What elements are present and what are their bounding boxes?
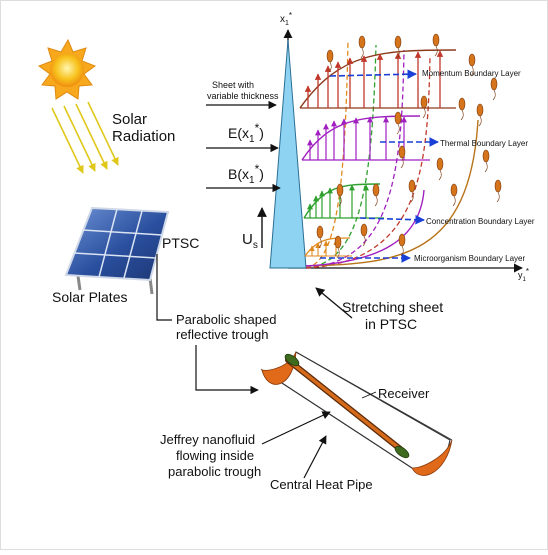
sun-icon: [37, 38, 97, 100]
parabolic-label-1: Parabolic shaped: [176, 312, 276, 327]
boundary-pointer-arrows: [320, 69, 439, 263]
momentum-boundary-layer-label: Momentum Boundary Layer: [422, 69, 521, 78]
solar-panel: [64, 206, 170, 295]
receiver-pointer: [361, 391, 377, 399]
receiver-label: Receiver: [378, 386, 430, 401]
parabolic-trough: [260, 351, 453, 476]
ptsc-label: PTSC: [162, 235, 199, 251]
solar-radiation-label-2: Radiation: [112, 128, 175, 145]
trough-near-end: [261, 351, 297, 385]
microorganism-icons: [316, 33, 502, 259]
boundary-layer-curves: [305, 39, 431, 269]
microorganism-boundary-layer-label: Microorganism Boundary Layer: [414, 254, 525, 263]
central-pipe-arrow: [303, 435, 327, 479]
central-heat-pipe: [286, 358, 406, 454]
microorganism-profile: [304, 237, 352, 257]
b-label: B(x1*): [228, 162, 264, 186]
ptsc-connector: [156, 254, 172, 321]
momentum-profile: [299, 49, 457, 109]
trough-far-end: [411, 439, 453, 476]
stretching-label-1: Stretching sheet: [342, 299, 443, 315]
jeffrey-arrow: [261, 411, 331, 445]
concentration-boundary-layer-label: Concentration Boundary Layer: [426, 217, 535, 226]
us-label: Us: [242, 231, 258, 251]
thermal-boundary-layer-label: Thermal Boundary Layer: [440, 139, 528, 148]
sheet-inflow-arrows: [206, 100, 281, 193]
solar-radiation-label-1: Solar: [112, 111, 147, 128]
jeffrey-label-2: flowing inside: [176, 448, 254, 463]
parabolic-arrow: [195, 345, 259, 395]
thermal-profile: [301, 115, 430, 161]
variable-thickness-sheet: [269, 39, 307, 269]
stretching-label-2: in PTSC: [365, 316, 417, 332]
x-axis-label: x1*: [280, 11, 292, 27]
central-pipe-label: Central Heat Pipe: [270, 477, 373, 492]
stretching-arrow: [315, 287, 353, 319]
sheet-label-1: Sheet with: [212, 80, 254, 90]
e-label: E(x1*): [228, 121, 264, 145]
solar-rays: [51, 101, 119, 174]
y-axis-label: y1*: [518, 267, 529, 283]
concentration-profile: [303, 183, 384, 219]
parabolic-label-2: reflective trough: [176, 327, 269, 342]
jeffrey-label-3: parabolic trough: [168, 464, 261, 479]
outer-edge-curves: [305, 119, 479, 267]
solar-plates-label: Solar Plates: [52, 289, 127, 305]
sheet-label-2: variable thickness: [207, 91, 279, 101]
jeffrey-label-1: Jeffrey nanofluid: [160, 432, 255, 447]
